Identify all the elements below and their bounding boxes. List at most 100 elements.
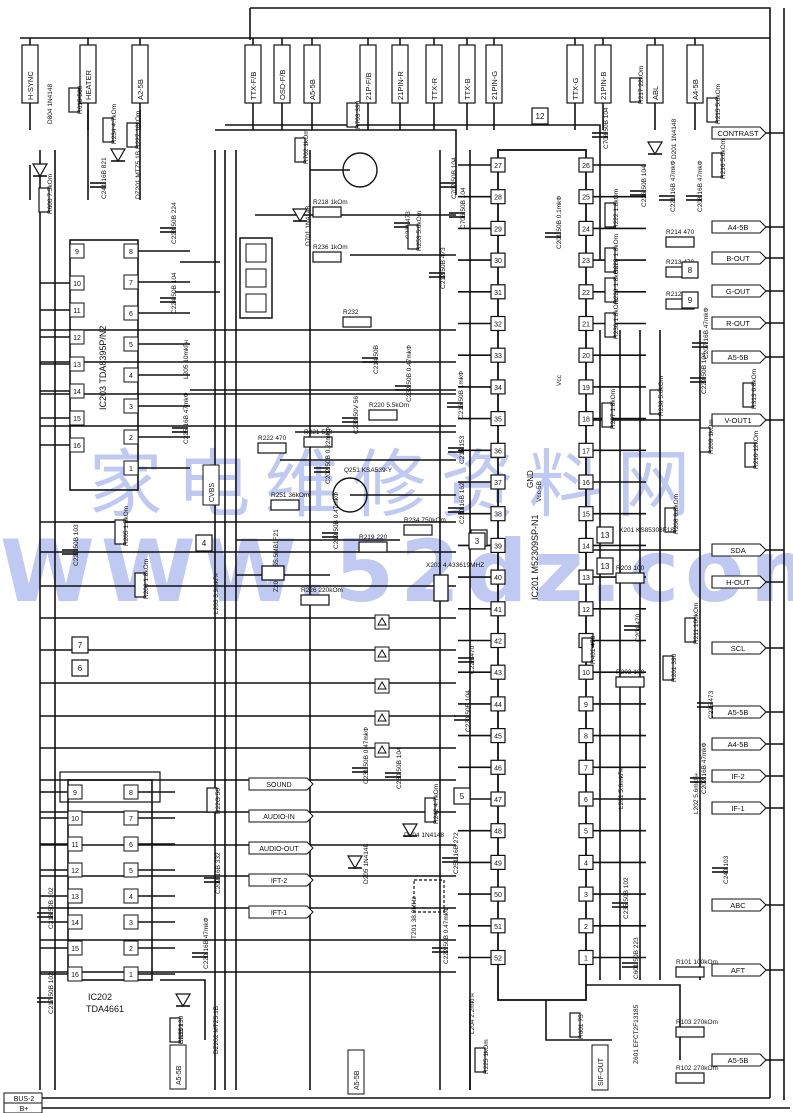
signal-a5-5b: A5-5B xyxy=(711,350,767,364)
component-c240: C240 103 xyxy=(712,855,730,884)
pin-number: 9 xyxy=(73,790,77,797)
component-label: C233 50V 56 xyxy=(353,396,360,434)
component-label: C202 50B 0.22mkФ xyxy=(325,427,332,484)
component-c218: C218 50B 102 xyxy=(37,887,55,929)
component-label: R233 130 xyxy=(178,1015,185,1044)
pin-number: 15 xyxy=(73,416,81,423)
pin-number: 9 xyxy=(584,702,588,709)
component-label: DZ201 MTZ5.1B xyxy=(135,151,142,199)
connector-a4-5b xyxy=(686,44,704,104)
pin-number: 50 xyxy=(494,892,502,899)
wire xyxy=(215,129,457,195)
component-c227: C227 50B 103 xyxy=(62,524,80,566)
pin-number: 7 xyxy=(584,765,588,772)
component-c707: C707 50B 104 xyxy=(440,157,458,199)
connector-label: A2-5B xyxy=(136,79,145,100)
ic203-pin-15 xyxy=(69,410,85,426)
component-dz201: DZ201 MTZ5.1B xyxy=(135,151,142,199)
ic201-pin-43 xyxy=(490,664,506,680)
signal-box xyxy=(711,350,767,364)
connector-21pin-b xyxy=(594,44,612,104)
connector-label: TTX-B xyxy=(463,78,472,100)
component-label: C202 16B 47mkФ xyxy=(701,742,708,794)
component-q251: Q251 KSA539-Y xyxy=(344,467,393,474)
ic201-pin-1 xyxy=(578,949,594,966)
pin-number: 15 xyxy=(71,946,79,953)
pin-number: 3 xyxy=(584,892,588,899)
resistor-body xyxy=(665,236,695,248)
pin-number: 33 xyxy=(494,353,502,360)
ic201-pin-29 xyxy=(490,220,506,236)
resistor-body xyxy=(615,676,645,688)
ic201-pin-44 xyxy=(490,696,506,712)
signal-a4-5b: A4-5B xyxy=(711,737,767,751)
pin-number: 2 xyxy=(129,435,133,442)
signal-label: BUS-2 xyxy=(14,1096,35,1103)
pin-number: 29 xyxy=(494,226,502,233)
signal-box xyxy=(711,251,767,265)
ic201-pin-32 xyxy=(490,315,506,332)
signal-label: AFT xyxy=(731,966,746,975)
pin-number: 1 xyxy=(584,956,588,963)
ic201-pin-18 xyxy=(578,411,594,427)
ic202-pin-10 xyxy=(67,810,83,826)
ic201-pin-4 xyxy=(578,854,594,871)
component-label: R238 5.6kOm xyxy=(658,376,665,416)
component-r601: R601 75 xyxy=(569,1012,585,1039)
ic201-pin-9 xyxy=(578,696,594,712)
component-c209: C209 16B 332 xyxy=(204,852,222,894)
pin-number: 1 xyxy=(129,972,133,979)
signal-a5-5b: A5-5B xyxy=(711,1053,767,1067)
pin-number: 10 xyxy=(71,816,79,823)
component-label: R221 510 xyxy=(304,429,333,436)
tag-box xyxy=(195,534,213,552)
component-c235: C235 473 xyxy=(697,690,715,719)
diode-symbol xyxy=(291,208,309,223)
component-c215: C215 153 xyxy=(448,435,466,464)
signal-box xyxy=(711,220,767,234)
ic201-pin-37 xyxy=(490,474,506,490)
connector-heater xyxy=(79,44,97,104)
ic201-pin-2 xyxy=(578,918,594,934)
tag-box xyxy=(531,107,549,125)
pin-number: 49 xyxy=(494,860,502,867)
component-label: C241 16B 821 xyxy=(101,157,108,199)
component-label: CN201 xyxy=(178,1023,185,1044)
component-r22g: R22G 56 xyxy=(206,787,222,814)
connector-pin xyxy=(245,243,267,263)
signal-label: A5-5B xyxy=(176,1065,183,1085)
ic202-pin-9 xyxy=(67,784,83,800)
component-c228: C228 470 xyxy=(458,645,476,674)
signal-label: A5-5B xyxy=(354,1070,361,1090)
component-r615: R615 560 xyxy=(68,85,84,114)
ic201-pin-24 xyxy=(578,220,594,236)
ic201-pin-42 xyxy=(490,632,506,649)
pin-number: 20 xyxy=(582,353,590,360)
component-l204: L204 2.2mkГн xyxy=(469,993,476,1034)
signal-scl: SCL xyxy=(711,641,767,655)
component-label: Z601 EFCT2F13185 xyxy=(633,1004,640,1064)
connector-21pin-g xyxy=(485,44,503,104)
resistor-body xyxy=(581,637,593,663)
component-dz202: DZ202 MTZ5.1B xyxy=(213,1006,220,1054)
pin-number: 8 xyxy=(129,790,133,797)
resistor-body xyxy=(38,187,50,213)
ic201-pin-31 xyxy=(490,284,506,300)
component-label: C223 50B 224 xyxy=(171,202,178,244)
ic201-pin-13 xyxy=(578,569,594,585)
ic201-pin-16 xyxy=(578,474,594,490)
transistor-q701 xyxy=(342,152,378,188)
marker-arrow xyxy=(377,616,387,626)
ic201-pin-36 xyxy=(490,442,506,458)
tag-label: 13 xyxy=(601,562,610,571)
signal-r-out: R-OUT xyxy=(711,316,767,330)
component-label: C230 50B 104 xyxy=(396,747,403,789)
pin-number: 41 xyxy=(494,607,502,614)
component-label: R242 4.7kOm xyxy=(433,784,440,824)
component-label: C240 103 xyxy=(723,855,730,884)
wire xyxy=(250,7,771,1098)
component-r232: R232 xyxy=(342,309,372,328)
pin-number: 34 xyxy=(494,385,502,392)
connector-ttx-r xyxy=(425,44,443,104)
